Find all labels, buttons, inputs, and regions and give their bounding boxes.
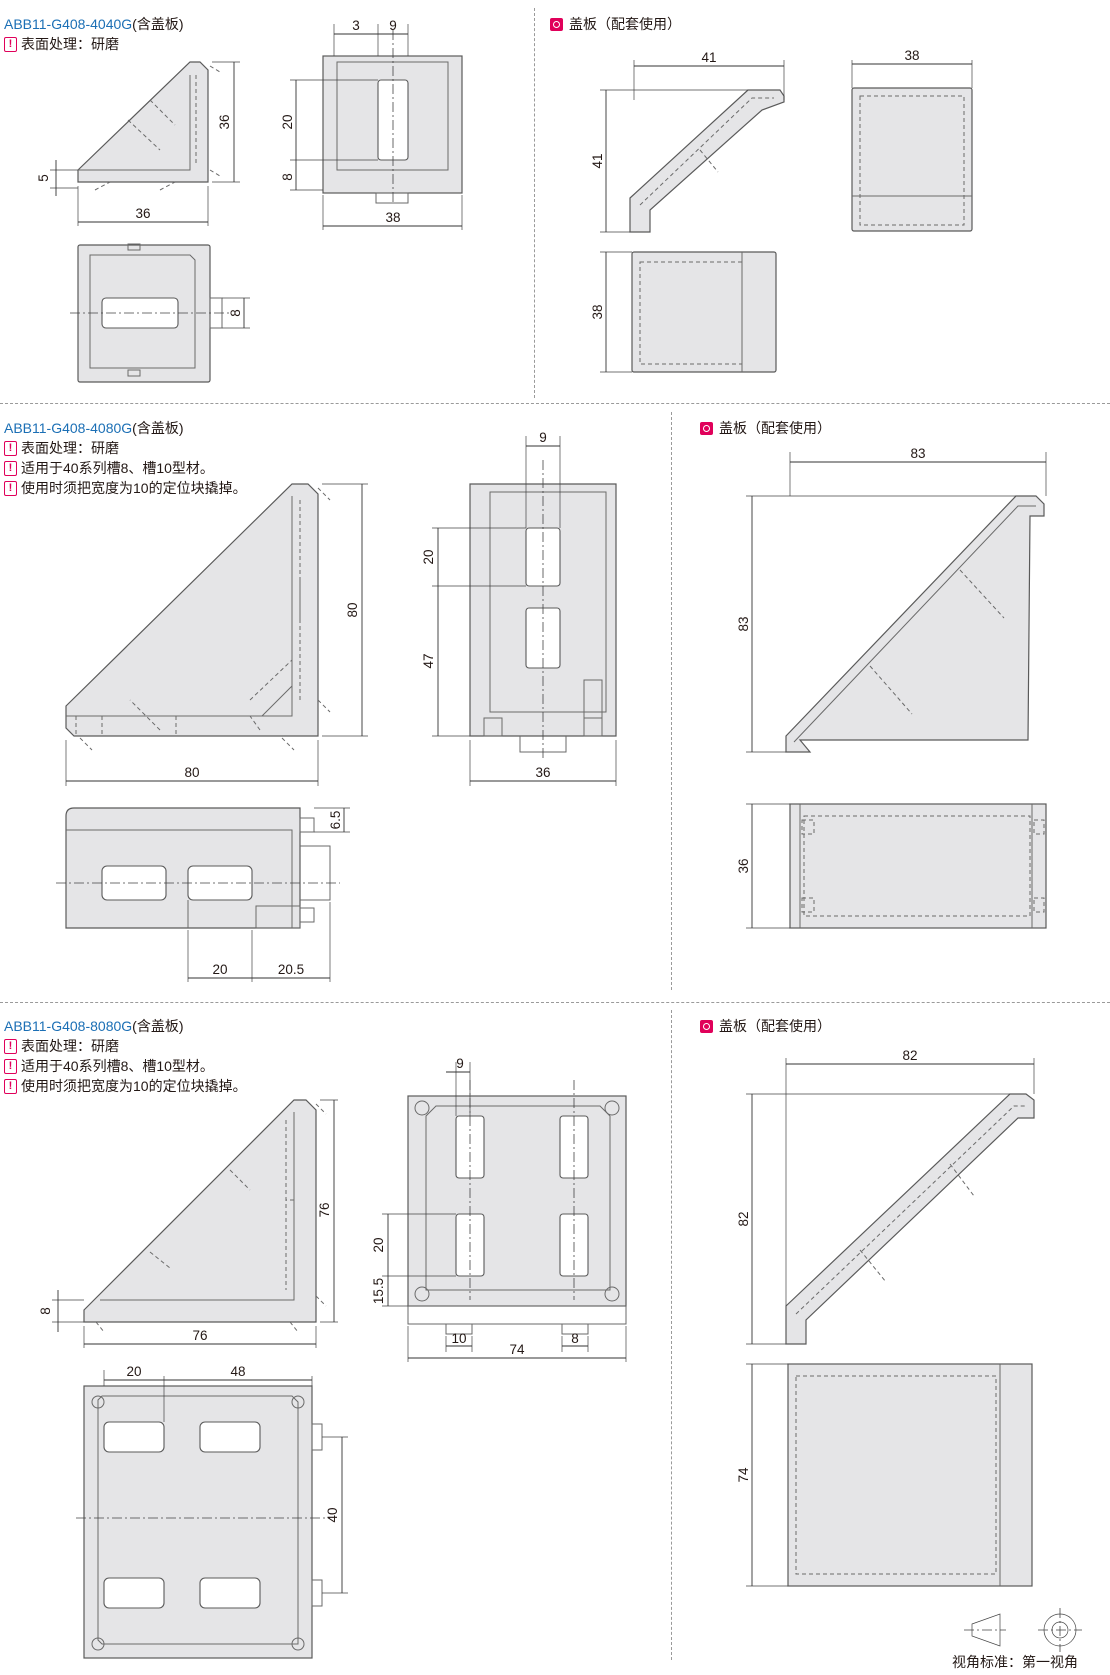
cover-icon	[700, 421, 713, 435]
svg-text:48: 48	[230, 1364, 245, 1379]
warning-icon: !	[4, 1038, 17, 1054]
divider-h1	[0, 403, 1110, 404]
divider-v2	[671, 412, 672, 990]
section2-note-2: !适用于40系列槽8、槽10型材。	[4, 458, 214, 478]
svg-text:36: 36	[135, 206, 150, 221]
s3-cover-side: 82 82	[736, 1048, 1035, 1345]
warning-icon: !	[4, 460, 17, 476]
warning-icon: !	[4, 36, 17, 52]
svg-text:36: 36	[736, 858, 751, 873]
section3-note-2: !适用于40系列槽8、槽10型材。	[4, 1056, 214, 1076]
svg-text:3: 3	[352, 18, 360, 33]
svg-text:6.5: 6.5	[328, 811, 343, 830]
svg-text:5: 5	[36, 174, 51, 182]
section3-title: ABB11-G408-8080G(含盖板)	[4, 1018, 184, 1034]
svg-text:38: 38	[590, 304, 605, 319]
section3-note-1: !表面处理：研磨	[4, 1036, 119, 1056]
svg-text:36: 36	[217, 114, 232, 129]
s3-side-view: 76 76 8	[38, 1099, 338, 1348]
s1-bottom-view: 8	[70, 243, 250, 383]
section2-note-3: !使用时须把宽度为10的定位块撬掉。	[4, 478, 247, 498]
section2-title: ABB11-G408-4080G(含盖板)	[4, 420, 184, 436]
section2-cover-label: 盖板（配套使用）	[700, 418, 831, 438]
divider-v1	[534, 8, 535, 398]
svg-text:80: 80	[184, 765, 199, 780]
svg-text:20.5: 20.5	[278, 962, 304, 977]
svg-text:8: 8	[571, 1331, 579, 1346]
svg-text:41: 41	[701, 50, 716, 65]
svg-text:36: 36	[535, 765, 550, 780]
svg-text:15.5: 15.5	[371, 1278, 386, 1304]
section1-cover-label: 盖板（配套使用）	[550, 14, 681, 34]
svg-text:8: 8	[280, 173, 295, 181]
s1-cover-front: 38	[851, 48, 973, 232]
s2-bottom-view: 6.5 20 20.5	[56, 807, 350, 982]
svg-text:20: 20	[212, 962, 227, 977]
svg-text:9: 9	[539, 430, 547, 445]
s1-cover-side: 41 41	[590, 50, 785, 233]
svg-text:8: 8	[38, 1307, 53, 1315]
warning-icon: !	[4, 480, 17, 496]
cover-icon	[700, 1019, 713, 1033]
warning-icon: !	[4, 1058, 17, 1074]
svg-text:20: 20	[126, 1364, 141, 1379]
svg-text:80: 80	[345, 602, 360, 617]
s2-cover-top: 36	[736, 803, 1047, 929]
svg-text:40: 40	[325, 1507, 340, 1522]
svg-text:38: 38	[385, 210, 400, 225]
svg-text:9: 9	[456, 1056, 464, 1071]
warning-icon: !	[4, 440, 17, 456]
svg-text:41: 41	[590, 153, 605, 168]
s1-cover-top: 38	[590, 251, 777, 373]
s3-front-view: 9 20 15.5 10 74 8	[371, 1056, 627, 1362]
svg-text:82: 82	[902, 1048, 917, 1063]
cover-icon	[550, 17, 563, 31]
svg-text:47: 47	[421, 653, 436, 668]
divider-v3	[671, 1010, 672, 1660]
warning-icon: !	[4, 1078, 17, 1094]
projection-standard-label: 视角标准：第一视角	[952, 1654, 1078, 1670]
svg-text:76: 76	[317, 1202, 332, 1217]
section1-title: ABB11-G408-4040G(含盖板)	[4, 16, 184, 32]
svg-text:20: 20	[371, 1237, 386, 1252]
s2-front-view: 9 20 47 36	[421, 430, 617, 786]
s3-cover-top: 74	[736, 1363, 1033, 1587]
svg-text:74: 74	[736, 1467, 751, 1483]
svg-text:38: 38	[904, 48, 919, 63]
section3-cover-label: 盖板（配套使用）	[700, 1016, 831, 1036]
svg-text:10: 10	[451, 1331, 466, 1346]
s2-side-view: 80 80	[65, 483, 368, 786]
s3-bottom-view: 20 48 40	[76, 1364, 348, 1659]
section1-note-1: !表面处理：研磨	[4, 34, 119, 54]
s1-side-view: 36 36 5	[36, 61, 240, 226]
svg-text:8: 8	[228, 309, 243, 317]
svg-text:76: 76	[192, 1328, 207, 1343]
s2-cover-side: 83 83	[736, 446, 1047, 753]
svg-text:82: 82	[736, 1211, 751, 1226]
svg-text:20: 20	[421, 549, 436, 564]
s1-front-view: 3 9 20 8 38	[280, 18, 463, 230]
svg-text:74: 74	[509, 1342, 525, 1357]
section2-note-1: !表面处理：研磨	[4, 438, 119, 458]
svg-text:83: 83	[910, 446, 925, 461]
divider-h2	[0, 1002, 1110, 1003]
projection-symbol-icon	[964, 1608, 1082, 1652]
svg-text:83: 83	[736, 616, 751, 631]
section3-note-3: !使用时须把宽度为10的定位块撬掉。	[4, 1076, 247, 1096]
svg-text:9: 9	[389, 18, 397, 33]
svg-text:20: 20	[280, 114, 295, 129]
